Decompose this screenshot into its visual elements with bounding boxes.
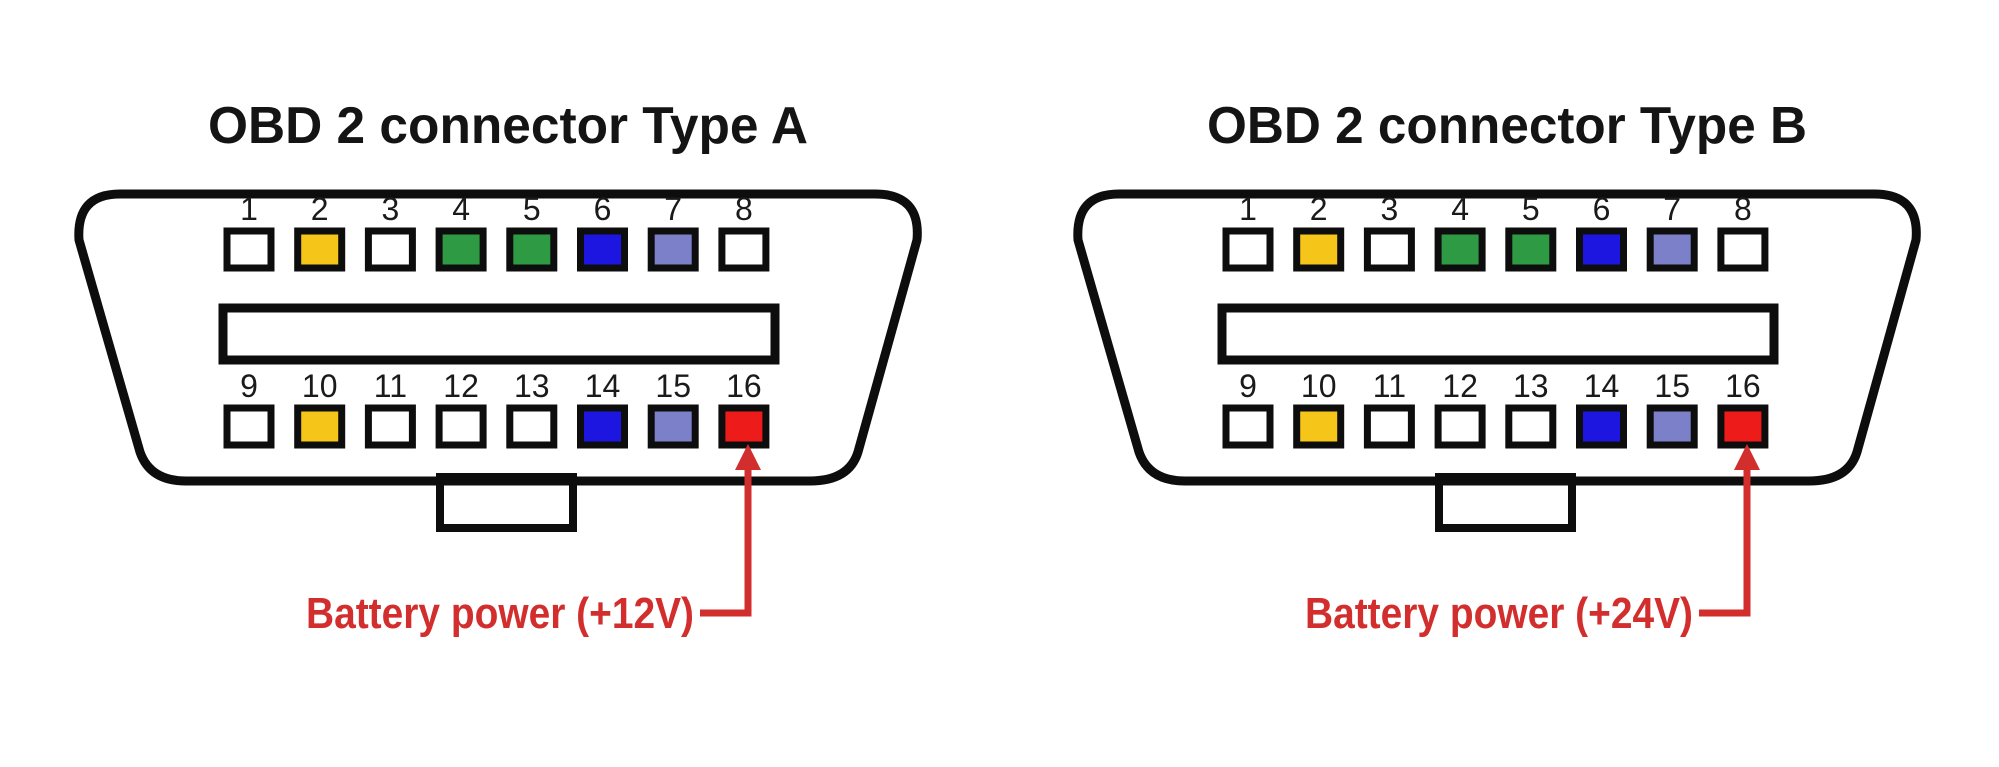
- pin-14-number: 14: [585, 368, 621, 404]
- pin-11: [1363, 404, 1415, 449]
- pin-2-number: 2: [311, 191, 329, 227]
- pin-12-number: 12: [443, 368, 479, 404]
- pin-3-number: 3: [1381, 191, 1399, 227]
- pin-10: [1293, 404, 1345, 449]
- pin-10-number: 10: [1301, 368, 1337, 404]
- pin-6-number: 6: [1593, 191, 1611, 227]
- connector-title: OBD 2 connector Type B: [1207, 97, 1807, 155]
- pin-9: [223, 404, 275, 449]
- pin-2: [1293, 227, 1345, 272]
- center-slot: [218, 303, 780, 365]
- pin-9-number: 9: [240, 368, 258, 404]
- pin-12: [1434, 404, 1486, 449]
- pin-5: [506, 227, 558, 272]
- pin-15-number: 15: [655, 368, 691, 404]
- pin-5-number: 5: [523, 191, 541, 227]
- pin-5-number: 5: [1522, 191, 1540, 227]
- pin-13-number: 13: [514, 368, 550, 404]
- center-slot: [1217, 303, 1779, 365]
- pin-1-number: 1: [1239, 191, 1257, 227]
- pin-11-number: 11: [374, 368, 407, 404]
- pin-9: [1222, 404, 1274, 449]
- pin-1: [223, 227, 275, 272]
- pin-6-number: 6: [594, 191, 612, 227]
- battery-power-label: Battery power (+12V): [306, 589, 694, 638]
- pin-13: [506, 404, 558, 449]
- battery-power-label: Battery power (+24V): [1305, 589, 1693, 638]
- pin-10: [294, 404, 346, 449]
- pin-3: [364, 227, 416, 272]
- pin-15-number: 15: [1654, 368, 1690, 404]
- pin-10-number: 10: [302, 368, 338, 404]
- pin-6: [577, 227, 628, 272]
- pin-7: [1646, 227, 1698, 272]
- pin-6: [1576, 227, 1627, 272]
- pin-4: [435, 227, 487, 272]
- pin-9-number: 9: [1239, 368, 1257, 404]
- battery-arrow-line: [700, 464, 752, 617]
- pin-1: [1222, 227, 1274, 272]
- connector-title: OBD 2 connector Type A: [208, 97, 808, 155]
- pin-8: [1717, 227, 1769, 272]
- pin-16-number: 16: [1725, 368, 1761, 404]
- pin-16-number: 16: [726, 368, 762, 404]
- pin-8-number: 8: [1734, 191, 1752, 227]
- pin-8: [718, 227, 770, 272]
- pin-11-number: 11: [1373, 368, 1406, 404]
- battery-arrow-head: [735, 444, 761, 470]
- pin-12-number: 12: [1442, 368, 1478, 404]
- pin-7: [647, 227, 699, 272]
- pin-12: [435, 404, 487, 449]
- pin-4-number: 4: [1451, 191, 1469, 227]
- pin-13-number: 13: [1513, 368, 1549, 404]
- pin-15: [1646, 404, 1698, 449]
- pin-14: [1576, 404, 1627, 449]
- pin-2-number: 2: [1310, 191, 1328, 227]
- pin-14-number: 14: [1584, 368, 1620, 404]
- pin-2: [294, 227, 346, 272]
- pin-7-number: 7: [664, 191, 682, 227]
- pin-15: [647, 404, 699, 449]
- pin-11: [364, 404, 416, 449]
- battery-arrow-line: [1699, 464, 1751, 617]
- pin-8-number: 8: [735, 191, 753, 227]
- battery-arrow-head: [1734, 444, 1760, 470]
- pin-16: [1717, 404, 1769, 449]
- pin-14: [577, 404, 628, 449]
- pin-3: [1363, 227, 1415, 272]
- pin-13: [1505, 404, 1557, 449]
- pin-16: [718, 404, 770, 449]
- pin-3-number: 3: [382, 191, 400, 227]
- pin-7-number: 7: [1663, 191, 1681, 227]
- pin-4-number: 4: [452, 191, 470, 227]
- pin-5: [1505, 227, 1557, 272]
- pin-1-number: 1: [240, 191, 258, 227]
- pin-4: [1434, 227, 1486, 272]
